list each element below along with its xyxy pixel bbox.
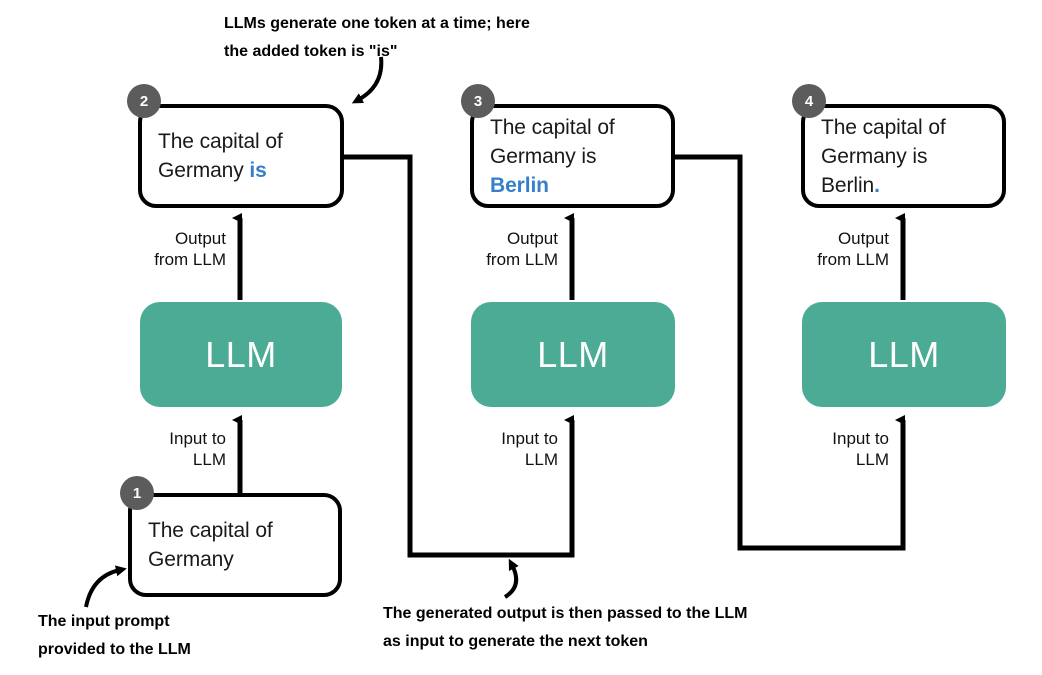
prompt-bubble-step1: The capital of Germany xyxy=(128,493,342,597)
bubble3-new-token: Berlin xyxy=(490,173,549,197)
llm-block-1-label: LLM xyxy=(205,333,277,375)
edge-label-input-3: Input to LLM xyxy=(832,429,889,469)
output-bubble-step2-text: The capital of Germany is xyxy=(158,127,283,185)
edge-label-output-3: Output from LLM xyxy=(817,229,889,269)
llm-block-3-label: LLM xyxy=(868,333,940,375)
output-bubble-step2: The capital of Germany is xyxy=(138,104,344,208)
output-bubble-step4-text: The capital of Germany is Berlin. xyxy=(821,113,986,200)
callout-arrow-bottom-left xyxy=(84,565,127,608)
edge-label-input-1: Input to LLM xyxy=(169,429,226,469)
callout-arrow-bottom-center xyxy=(503,558,519,599)
bubble2-new-token: is xyxy=(249,159,267,182)
llm-block-2: LLM xyxy=(471,302,675,407)
llm-block-1: LLM xyxy=(140,302,342,407)
bubble3-line2-plain: Germany is xyxy=(490,144,597,168)
bubble1-line1: The capital of xyxy=(148,519,273,542)
bubble2-line1: The capital of xyxy=(158,130,283,153)
step-badge-2: 2 xyxy=(127,84,161,118)
bubble4-line1: The capital of xyxy=(821,115,946,139)
bubble4-new-token: . xyxy=(874,173,880,197)
bubble3-line1: The capital of xyxy=(490,115,615,139)
note-output-feedback: The generated output is then passed to t… xyxy=(383,605,748,650)
step-badge-1: 1 xyxy=(120,476,154,510)
llm-block-2-label: LLM xyxy=(537,333,609,375)
output-bubble-step3-text: The capital of Germany is Berlin xyxy=(490,113,655,200)
edge-label-input-2: Input to LLM xyxy=(501,429,558,469)
edge-label-output-1: Output from LLM xyxy=(154,229,226,269)
bubble2-line2-plain: Germany xyxy=(158,159,250,182)
note-top-token-generation: LLMs generate one token at a time; here … xyxy=(224,15,530,60)
bubble1-line2: Germany xyxy=(148,548,234,571)
output-bubble-step4: The capital of Germany is Berlin. xyxy=(801,104,1006,208)
edge-label-output-2: Output from LLM xyxy=(486,229,558,269)
output-bubble-step3: The capital of Germany is Berlin xyxy=(470,104,675,208)
step-badge-3: 3 xyxy=(461,84,495,118)
prompt-bubble-step1-text: The capital of Germany xyxy=(148,516,273,574)
step-badge-4: 4 xyxy=(792,84,826,118)
llm-block-3: LLM xyxy=(802,302,1006,407)
note-input-prompt: The input prompt provided to the LLM xyxy=(38,613,191,658)
